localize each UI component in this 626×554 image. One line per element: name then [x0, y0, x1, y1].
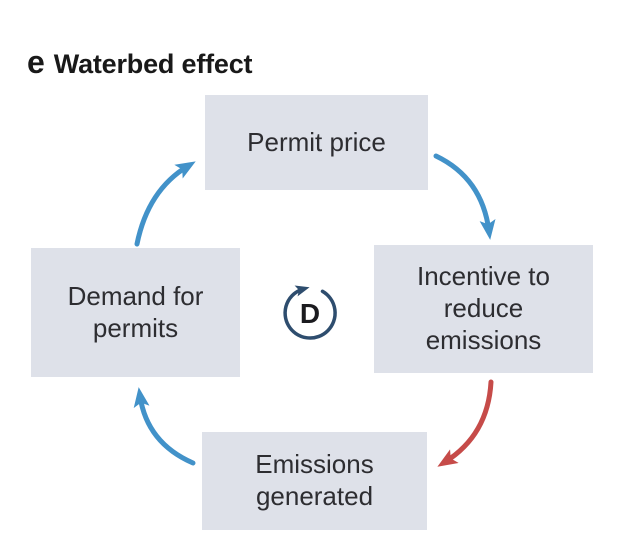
- node-demand-for-permits: Demand for permits: [31, 248, 240, 377]
- arrow-incentive-to-emissions: [437, 379, 494, 467]
- node-demand-label: Demand for permits: [67, 280, 204, 343]
- page-title: Waterbed effect: [53, 49, 253, 79]
- node-permit-price-label: Permit price: [247, 126, 386, 157]
- panel-letter: e: [27, 44, 45, 80]
- arrow-emissions-to-demand: [133, 387, 196, 466]
- arrow-demand-to-permit-price: [134, 161, 196, 247]
- node-incentive-to-reduce-emissions: Incentive to reduce emissions: [374, 245, 593, 373]
- loop-circle-arrow-icon: [283, 285, 337, 340]
- arrow-permit-price-to-incentive: [433, 153, 496, 240]
- node-emissions-generated: Emissions generated: [202, 432, 427, 530]
- loop-marker-letter: D: [299, 298, 321, 329]
- panel-title: e Waterbed effect: [27, 44, 253, 81]
- node-permit-price: Permit price: [205, 95, 428, 190]
- node-incentive-label: Incentive to reduce emissions: [417, 261, 550, 355]
- node-emissions-label: Emissions generated: [255, 449, 374, 511]
